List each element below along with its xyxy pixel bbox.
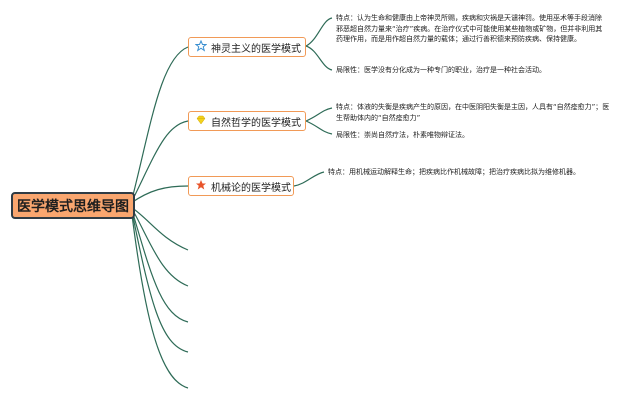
branch-line <box>305 45 333 71</box>
branch-line <box>130 206 189 353</box>
branch-line <box>130 46 189 204</box>
topic-label: 机械论的医学模式 <box>211 182 291 194</box>
star-icon <box>195 179 207 194</box>
branch-line <box>130 185 189 204</box>
topic-label: 自然哲学的医学模式 <box>211 117 301 129</box>
note-text: 局限性：崇尚自然疗法，朴素唯物辩证法。 <box>336 131 469 139</box>
branch-line <box>130 206 189 389</box>
gem-icon <box>195 114 207 129</box>
branch-line <box>305 107 333 122</box>
topic-natural-philosophy-model[interactable]: 自然哲学的医学模式 <box>188 111 306 131</box>
topic-theurgy-model[interactable]: 神灵主义的医学模式 <box>188 37 306 57</box>
topic-mechanistic-model[interactable]: 机械论的医学模式 <box>188 176 294 196</box>
branch-line <box>130 206 189 251</box>
note-text: 特点：用机械运动解释生命；把疾病比作机械故障；把治疗疾病比拟为维修机器。 <box>328 168 580 176</box>
branch-line <box>130 120 189 204</box>
note-text: 特点：体液的失衡是疾病产生的原因，在中医阴阳失衡是主因，人具有“自然痊愈力”；医… <box>336 103 610 122</box>
branch-line <box>130 206 189 323</box>
note-text: 特点：认为生命和健康由上帝神灵所赐，疾病和灾祸是天谴神罚。使用巫术等手段消除邪恶… <box>336 14 603 43</box>
branch-line <box>305 17 333 47</box>
note-text: 局限性：医学没有分化成为一种专门的职业，治疗是一种社会活动。 <box>336 66 546 74</box>
branch-line <box>130 206 189 287</box>
branch-line <box>305 120 333 135</box>
topic-label: 神灵主义的医学模式 <box>211 43 301 55</box>
root-title: 医学模式思维导图 <box>17 198 129 215</box>
root-topic[interactable]: 医学模式思维导图 <box>11 192 135 219</box>
star-outline-icon <box>194 39 208 55</box>
branch-line <box>293 171 325 187</box>
